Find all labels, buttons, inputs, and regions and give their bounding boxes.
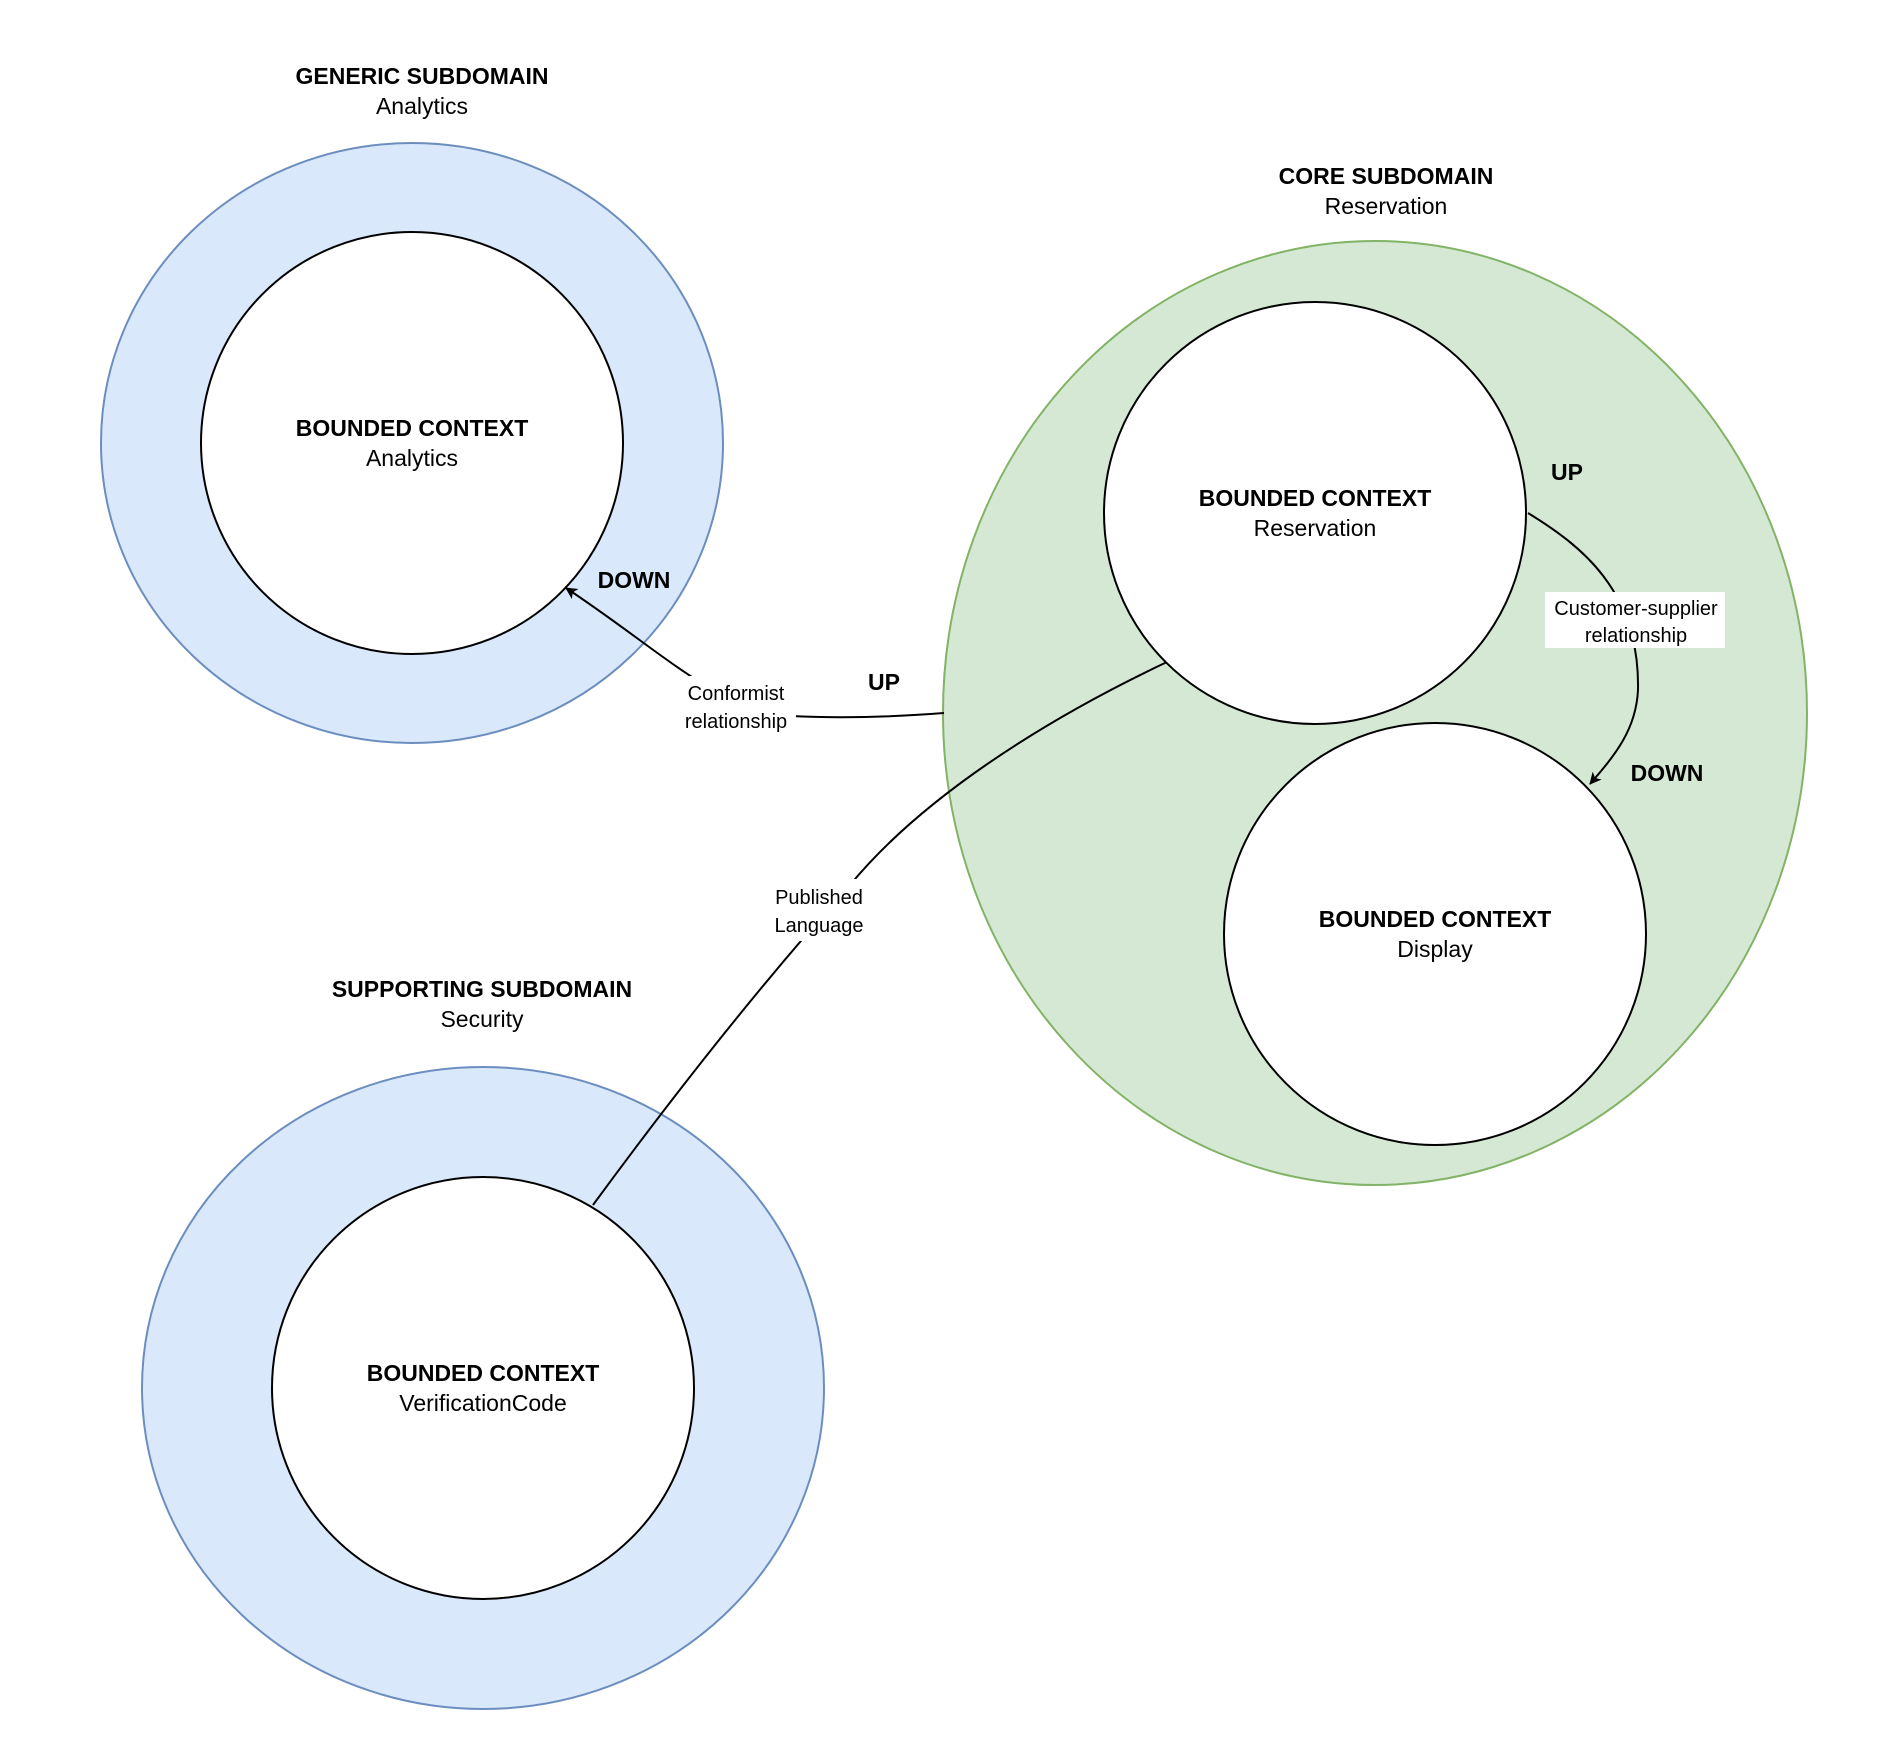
analytics-bounded-context-circle (200, 231, 624, 655)
core-subdomain-name: Reservation (1325, 193, 1448, 219)
published-language-label-bg (759, 879, 879, 941)
generic-subdomain-name: Analytics (376, 93, 468, 119)
customer-supplier-label-bg (1545, 592, 1725, 648)
published-language-label-line1: Published (775, 887, 863, 909)
generic-subdomain-title: GENERIC SUBDOMAIN (295, 63, 548, 89)
supporting-subdomain-title: SUPPORTING SUBDOMAIN (332, 976, 632, 1002)
reservation-context-title: BOUNDED CONTEXT (1199, 485, 1432, 511)
conformist-label-bg (676, 676, 796, 736)
conformist-up-label: UP (868, 669, 900, 695)
display-context-title: BOUNDED CONTEXT (1319, 906, 1552, 932)
verification-bounded-context-circle (271, 1176, 695, 1600)
customer-supplier-down-label: DOWN (1631, 760, 1704, 786)
display-bounded-context-circle (1223, 722, 1647, 1146)
conformist-down-label: DOWN (598, 567, 671, 593)
customer-supplier-up-label: UP (1551, 459, 1583, 485)
customer-supplier-label-line2: relationship (1585, 625, 1687, 647)
conformist-label-line2: relationship (685, 711, 787, 733)
conformist-label-line1: Conformist (688, 683, 785, 705)
display-context-name: Display (1397, 936, 1473, 962)
verification-context-title: BOUNDED CONTEXT (367, 1360, 600, 1386)
published-language-label-line2: Language (775, 915, 864, 937)
core-subdomain-title: CORE SUBDOMAIN (1279, 163, 1494, 189)
analytics-context-title: BOUNDED CONTEXT (296, 415, 529, 441)
analytics-context-name: Analytics (366, 445, 458, 471)
reservation-bounded-context-circle (1103, 301, 1527, 725)
supporting-subdomain-name: Security (440, 1006, 524, 1032)
customer-supplier-relationship-arrow (1527, 512, 1640, 785)
customer-supplier-label-line1: Customer-supplier (1554, 598, 1718, 620)
reservation-context-name: Reservation (1254, 515, 1377, 541)
verification-context-name: VerificationCode (399, 1390, 567, 1416)
